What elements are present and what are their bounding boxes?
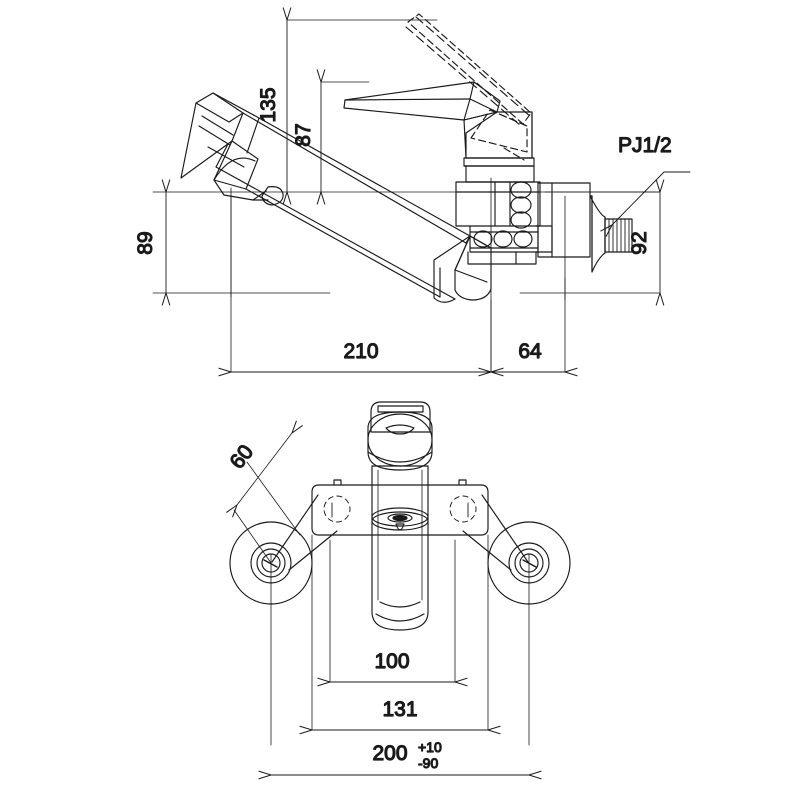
dimension-210-label: 210 [343,340,378,363]
lever-handle-open-outline-dashed [407,13,532,125]
dimension-200-tolerance-minus: -90 [418,755,438,771]
mounting-plate [311,479,489,536]
lever-handle-open-dashed [405,16,532,127]
right-inlet-assembly [454,494,571,746]
dimension-89-label: 89 [134,231,157,254]
cartridge-cap [463,109,535,167]
spout-arm [212,92,471,303]
wall-elbow [537,182,633,273]
dimension-60-label: 60 [226,441,259,474]
spout-outlet [454,235,492,301]
dimension-87-label: 87 [292,123,315,146]
dimension-200-label: 200 [372,742,407,765]
side-view-reference-lines [152,19,661,373]
dimension-131-label: 131 [382,698,417,721]
side-elevation-view: PJ1/2 135 87 89 92 210 64 [133,13,691,373]
dimension-135-label: 135 [257,87,280,122]
pj-thread-callout [612,171,691,225]
bottom-plan-view: 60 100 131 200 +10 -90 [225,401,571,775]
dimension-92-label: 92 [628,231,651,254]
pj-thread-label: PJ1/2 [618,134,672,157]
dimension-200-tolerance-plus: +10 [418,739,442,755]
left-inlet-assembly [229,494,338,746]
faucet-body-plan [367,401,433,631]
mixer-body [455,165,553,265]
dimension-64-label: 64 [518,340,542,363]
dimension-60 [234,433,300,564]
dimension-100-label: 100 [374,650,409,673]
